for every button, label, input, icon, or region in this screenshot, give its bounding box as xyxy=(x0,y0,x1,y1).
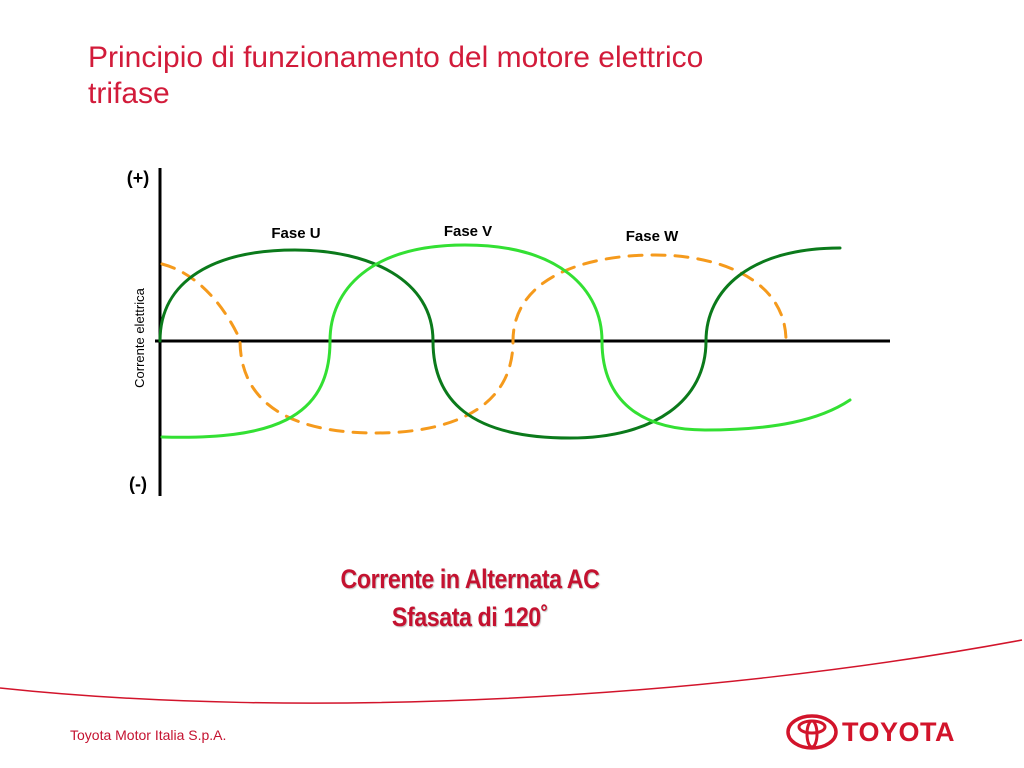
phase-u-label: Fase U xyxy=(271,225,320,242)
y-axis-title: Corrente elettrica xyxy=(132,287,147,387)
phase-v-label: Fase V xyxy=(444,223,492,240)
footer-company: Toyota Motor Italia S.p.A. xyxy=(70,727,227,743)
title-line-2: trifase xyxy=(88,77,170,110)
caption: Corrente in Alternata AC Sfasata di 120˚ xyxy=(281,560,659,636)
toyota-wordmark: TOYOTA xyxy=(842,716,956,747)
y-top-label: (+) xyxy=(127,168,150,188)
y-bottom-label: (-) xyxy=(129,474,147,494)
title-line-1: Principio di funzionamento del motore el… xyxy=(88,41,704,74)
phase-w-curve xyxy=(160,253,788,435)
toyota-logo: TOYOTA xyxy=(786,714,955,750)
slide-title: Principio di funzionamento del motore el… xyxy=(88,40,968,112)
phase-v-curve xyxy=(160,243,852,439)
phase-w-label: Fase W xyxy=(626,228,679,245)
toyota-emblem-icon xyxy=(786,714,838,750)
phase-u-curve xyxy=(158,246,842,440)
caption-line-2: Sfasata di 120˚ xyxy=(391,602,549,632)
caption-line-1: Corrente in Alternata AC xyxy=(340,564,600,594)
footer-swoosh xyxy=(0,639,1023,704)
